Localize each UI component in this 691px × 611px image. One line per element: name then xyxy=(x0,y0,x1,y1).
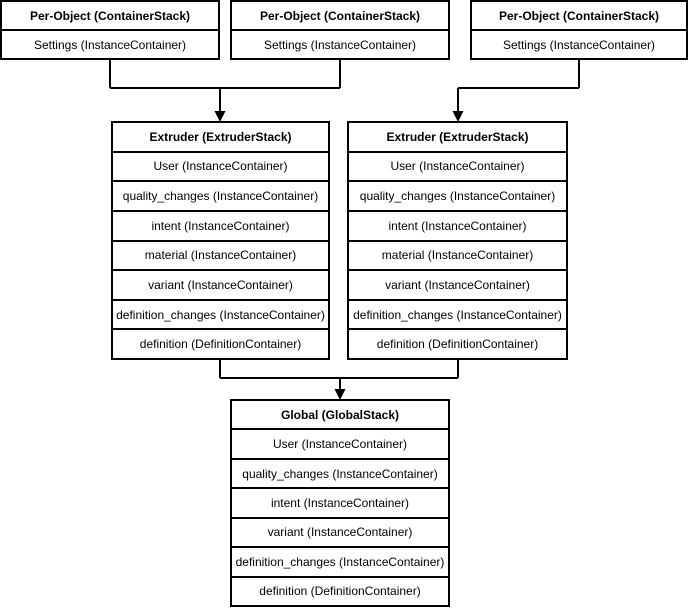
connector-extruders-to-global xyxy=(219,360,459,400)
box-title: Per-Object (ContainerStack) xyxy=(498,8,660,23)
row-definition-changes: definition_changes (InstanceContainer) xyxy=(113,298,328,329)
extruder-stack-left: Extruder (ExtruderStack) User (InstanceC… xyxy=(111,121,330,360)
row-quality-changes: quality_changes (InstanceContainer) xyxy=(349,180,566,210)
row-quality-changes: quality_changes (InstanceContainer) xyxy=(232,457,448,487)
row-intent: intent (InstanceContainer) xyxy=(232,487,448,516)
box-title: Per-Object (ContainerStack) xyxy=(29,8,191,23)
connector-perobject-to-extruder-right xyxy=(452,60,580,122)
row-settings: Settings (InstanceContainer) xyxy=(472,29,686,58)
connector-perobject-to-extruder-left xyxy=(109,60,341,122)
global-stack: Global (GlobalStack) User (InstanceConta… xyxy=(230,399,450,607)
row-variant: variant (InstanceContainer) xyxy=(232,516,448,546)
row-variant: variant (InstanceContainer) xyxy=(113,269,328,299)
row-quality-changes: quality_changes (InstanceContainer) xyxy=(113,180,328,210)
row-settings: Settings (InstanceContainer) xyxy=(2,29,218,58)
extruder-stack-right: Extruder (ExtruderStack) User (InstanceC… xyxy=(347,121,568,360)
row-definition: definition (DefinitionContainer) xyxy=(349,328,566,358)
row-definition-changes: definition_changes (InstanceContainer) xyxy=(349,298,566,329)
row-variant: variant (InstanceContainer) xyxy=(349,269,566,299)
box-title: Extruder (ExtruderStack) xyxy=(386,129,529,144)
row-material: material (InstanceContainer) xyxy=(349,239,566,270)
box-title: Extruder (ExtruderStack) xyxy=(149,129,292,144)
row-user: User (InstanceContainer) xyxy=(349,150,566,181)
row-definition-changes: definition_changes (InstanceContainer) xyxy=(232,546,448,575)
per-object-stack-3: Per-Object (ContainerStack) Settings (In… xyxy=(470,0,688,60)
row-definition: definition (DefinitionContainer) xyxy=(113,328,328,358)
row-intent: intent (InstanceContainer) xyxy=(349,209,566,240)
row-user: User (InstanceContainer) xyxy=(232,428,448,457)
row-user: User (InstanceContainer) xyxy=(113,150,328,181)
per-object-stack-2: Per-Object (ContainerStack) Settings (In… xyxy=(230,0,450,60)
box-title: Global (GlobalStack) xyxy=(280,407,400,422)
per-object-stack-1: Per-Object (ContainerStack) Settings (In… xyxy=(0,0,220,60)
row-settings: Settings (InstanceContainer) xyxy=(232,29,448,58)
row-intent: intent (InstanceContainer) xyxy=(113,209,328,240)
row-definition: definition (DefinitionContainer) xyxy=(232,575,448,605)
row-material: material (InstanceContainer) xyxy=(113,239,328,270)
box-title: Per-Object (ContainerStack) xyxy=(259,8,421,23)
